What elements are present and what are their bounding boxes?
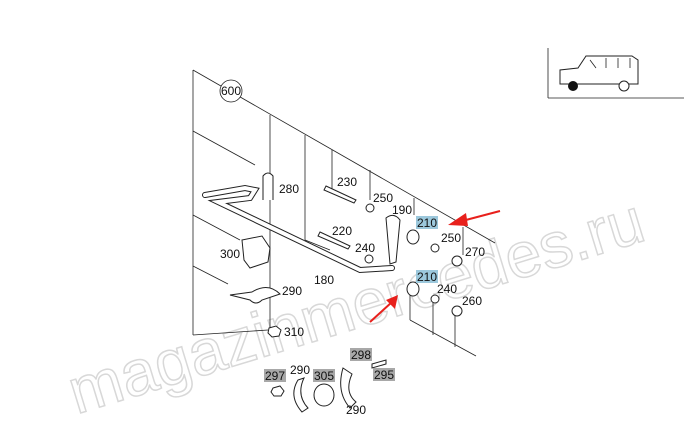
washer-250 [430, 243, 440, 253]
label-290-clamp-right[interactable]: 290 [346, 403, 366, 417]
label-220[interactable]: 220 [332, 224, 352, 238]
highlight-210-upper [416, 216, 438, 229]
frame-lines [192, 69, 496, 357]
washer-240 [430, 294, 440, 304]
label-310[interactable]: 310 [284, 325, 304, 339]
bushing-210-upper [406, 229, 420, 245]
label-297[interactable]: 297 [265, 369, 285, 383]
group-number: 600 [221, 84, 241, 98]
bolt-295 [371, 359, 387, 369]
label-290-clamp-left[interactable]: 290 [290, 363, 310, 377]
arrow-upper [448, 210, 501, 226]
nut-260 [451, 305, 463, 317]
bushing-210-lower [406, 281, 420, 297]
label-300[interactable]: 300 [220, 247, 240, 261]
clamp-290-right [340, 367, 357, 409]
label-210-lower[interactable]: 210 [417, 270, 437, 284]
label-290[interactable]: 290 [282, 284, 302, 298]
highlight-210-lower [416, 270, 438, 283]
label-190[interactable]: 190 [392, 203, 412, 217]
nut-310 [267, 325, 282, 338]
group-number-badge: 600 [219, 79, 243, 103]
nut-240 [364, 254, 374, 264]
label-250[interactable]: 250 [373, 191, 393, 205]
vehicle-thumbnail [547, 48, 684, 99]
watermark: magazinmercedes.ru [60, 184, 653, 428]
bushing-300 [241, 235, 271, 269]
bracket-290 [229, 287, 281, 304]
bushing-305 [313, 383, 335, 407]
label-280[interactable]: 280 [279, 182, 299, 196]
nut-270 [451, 255, 463, 267]
label-260[interactable]: 260 [462, 294, 482, 308]
clamp-290-left [293, 377, 309, 413]
label-240-washer[interactable]: 240 [437, 282, 457, 296]
label-298[interactable]: 298 [351, 348, 371, 362]
label-250-washer[interactable]: 250 [441, 231, 461, 245]
label-240[interactable]: 240 [355, 241, 375, 255]
label-295[interactable]: 295 [374, 368, 394, 382]
label-210-upper[interactable]: 210 [417, 216, 437, 230]
nut-297 [270, 385, 285, 397]
label-305[interactable]: 305 [314, 369, 334, 383]
bolt-230 [323, 185, 357, 204]
u-bolt [262, 172, 274, 200]
link-190 [385, 214, 401, 265]
label-180[interactable]: 180 [314, 273, 334, 287]
highlight-298 [350, 348, 372, 361]
bolt-220 [317, 231, 351, 250]
label-270[interactable]: 270 [465, 245, 485, 259]
highlight-297 [264, 369, 286, 382]
arrow-lower [369, 295, 398, 323]
highlight-305 [313, 369, 335, 382]
label-230[interactable]: 230 [337, 175, 357, 189]
highlight-295 [373, 368, 395, 381]
nut-250 [365, 203, 375, 213]
